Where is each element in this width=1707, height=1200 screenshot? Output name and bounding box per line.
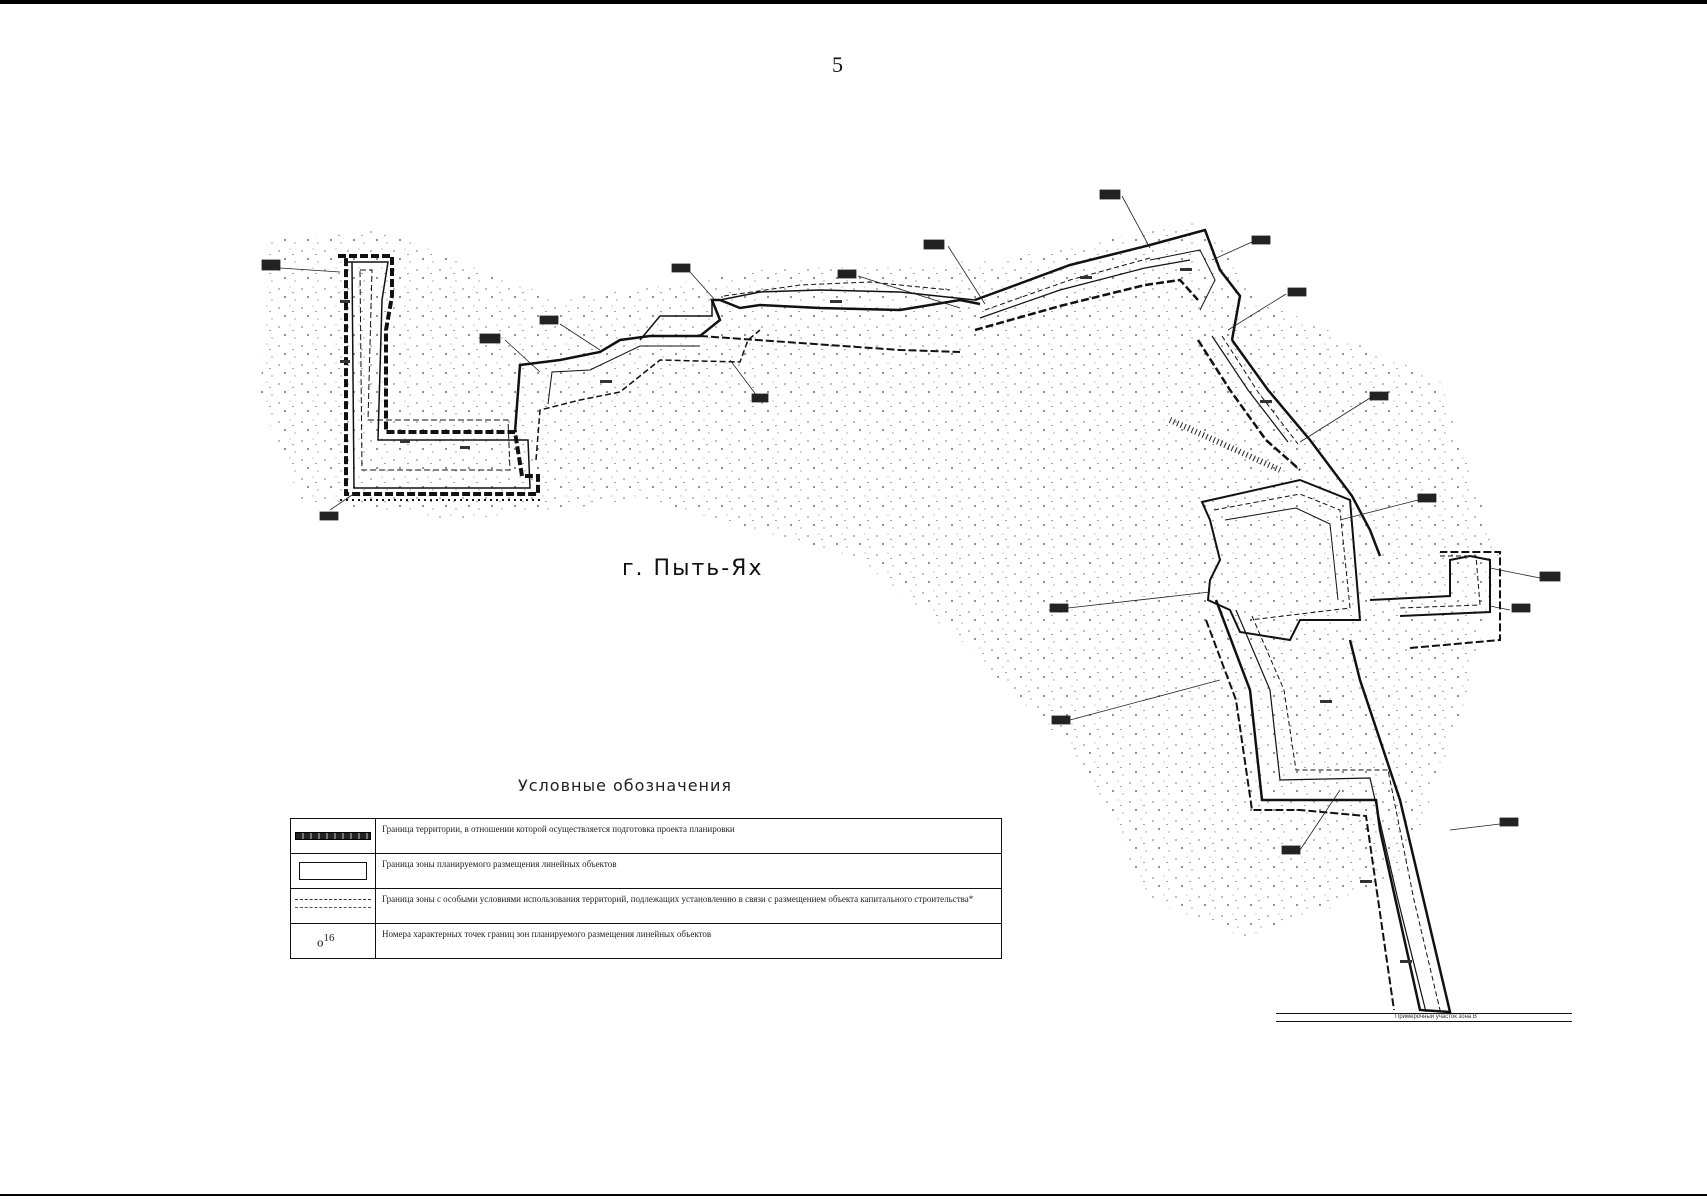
route-section-central <box>513 281 981 461</box>
scale-bar-line-lower <box>1276 1021 1572 1022</box>
rectangle-outline-icon <box>290 853 376 889</box>
route-section-south <box>1205 599 1452 1014</box>
legend-text: Граница территории, в отношении которой … <box>375 818 1002 854</box>
legend-row: Граница зоны планируемого размещения лин… <box>290 853 1002 889</box>
route-section-central-block <box>1200 478 1362 642</box>
corridor-east-edge <box>1230 339 1382 557</box>
legend-text: Граница зоны с особыми условиями использ… <box>375 888 1002 924</box>
boundary-annotations <box>340 268 1412 963</box>
route-section-east-spur <box>1369 551 1501 649</box>
point-number-label: 16 <box>323 932 335 944</box>
scale-caption: Примерочный участок зона В <box>1395 1014 1477 1020</box>
route-section-northeast <box>974 228 1242 341</box>
corridor-south-east-edge <box>1214 599 1452 1014</box>
corridor-ne-north-edge <box>974 228 1242 341</box>
legend-row: o16 Номера характерных точек границ зон … <box>290 923 1002 959</box>
page-border-bottom <box>0 1194 1707 1196</box>
legend-text: Граница зоны планируемого размещения лин… <box>375 853 1002 889</box>
legend-table: Граница территории, в отношении которой … <box>290 818 1002 959</box>
central-block-outline <box>1200 478 1362 642</box>
legend-row: Граница зоны с особыми условиями использ… <box>290 888 1002 924</box>
hatched-crossing <box>1168 417 1282 473</box>
page-number: 5 <box>832 52 843 77</box>
city-label: г. Пыть-Ях <box>622 556 764 581</box>
survey-background <box>260 220 1500 940</box>
linear-object-zone-west <box>346 261 531 489</box>
double-dashed-line-icon <box>290 888 376 924</box>
legend-title: Условные обозначения <box>518 776 733 795</box>
page-border-top <box>0 0 1707 4</box>
legend-row: Граница территории, в отношении которой … <box>290 818 1002 854</box>
territory-boundary-west <box>338 254 540 496</box>
legend-text: Номера характерных точек границ зон план… <box>375 923 1002 959</box>
scale-bar-line <box>1276 1013 1572 1014</box>
route-section-west <box>338 254 540 501</box>
east-spur-outline <box>1369 554 1491 617</box>
corridor-south-edge <box>513 298 981 433</box>
point-callouts <box>261 189 1561 855</box>
heavy-hatched-line-icon <box>290 818 376 854</box>
route-section-east-diagonal <box>1168 335 1382 557</box>
special-zone-west <box>359 269 511 471</box>
survey-points-area <box>260 220 1500 940</box>
point-number-icon: o16 <box>290 923 376 959</box>
